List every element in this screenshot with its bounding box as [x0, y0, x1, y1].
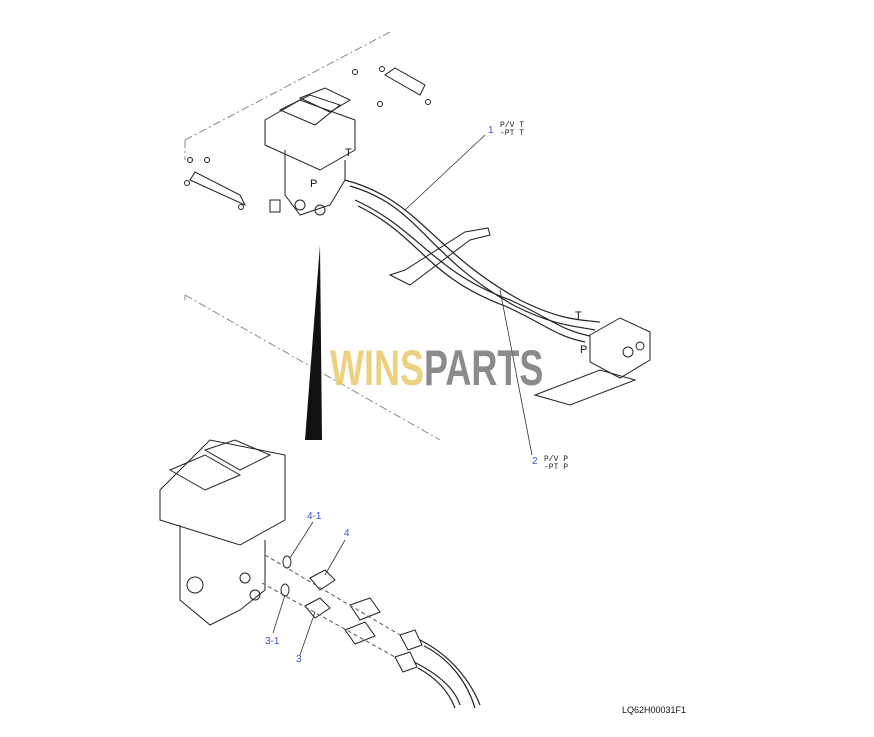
valve-block — [533, 317, 651, 406]
detail-arrow — [305, 245, 322, 440]
assembly-lines — [261, 554, 401, 658]
hose-bracket — [388, 227, 491, 286]
callout-2-spec: P/V P-PT P — [544, 455, 569, 472]
port-label-p: P — [310, 178, 318, 190]
port-label-t-valve: T — [575, 310, 582, 322]
callout-4[interactable]: 4 — [344, 528, 350, 539]
hoses-upper — [344, 179, 601, 343]
drawing-code: LQ62H00031F1 — [622, 705, 687, 715]
callout-1[interactable]: 1 — [488, 125, 494, 136]
leader-lines — [272, 134, 533, 656]
port-label-p-valve: P — [580, 344, 588, 356]
callout-3-1[interactable]: 3-1 — [265, 636, 280, 647]
callout-1-spec: P/V T-PT T — [500, 121, 525, 138]
fittings — [280, 555, 423, 673]
port-label-t: T — [345, 147, 352, 159]
callout-2[interactable]: 2 — [532, 456, 538, 467]
hoses-lower — [413, 639, 481, 709]
pilot-valve-lower — [159, 439, 286, 626]
callout-4-1[interactable]: 4-1 — [307, 511, 322, 522]
bracket-top — [184, 66, 431, 210]
watermark: WINSPARTS — [330, 340, 544, 396]
callout-3[interactable]: 3 — [296, 654, 302, 665]
pilot-valve-upper — [264, 87, 356, 216]
